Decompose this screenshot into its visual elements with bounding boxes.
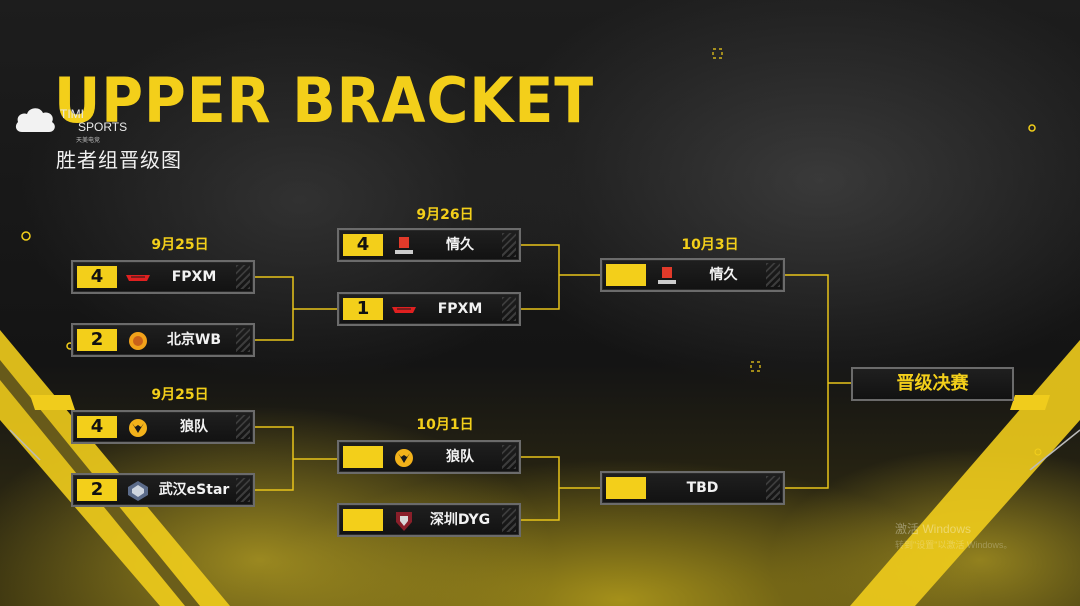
dyg-logo-icon: [396, 512, 412, 531]
round2-date-b: 10月1日: [416, 417, 474, 433]
round3-date: 10月3日: [681, 237, 739, 253]
team-score: 2: [77, 479, 117, 501]
windows-watermark: 激活 Windows: [895, 522, 972, 536]
match-card[interactable]: 狼队: [337, 440, 521, 474]
logo-text-line2: SPORTS: [78, 120, 128, 134]
match-card[interactable]: 深圳DYG: [337, 503, 521, 537]
match-card[interactable]: 2 北京WB: [71, 323, 255, 357]
card-stripes: [766, 476, 780, 500]
card-stripes: [236, 265, 250, 289]
team-name: TBD: [686, 480, 719, 496]
wb-logo-icon: [129, 332, 147, 350]
card-stripes: [236, 328, 250, 352]
card-stripes: [236, 415, 250, 439]
card-stripes: [236, 478, 250, 502]
card-stripes: [502, 445, 516, 469]
round1-date-b: 9月25日: [151, 387, 209, 403]
wolves-logo-icon: [129, 419, 147, 437]
team-score: 4: [77, 416, 117, 438]
fpx-logo-icon: [126, 275, 150, 281]
team-score: [606, 264, 646, 286]
team-name: 情久: [446, 237, 474, 253]
match-card[interactable]: 4 狼队: [71, 410, 255, 444]
team-name: 狼队: [446, 449, 474, 465]
windows-watermark-sub: 转到"设置"以激活 Windows。: [895, 540, 1013, 550]
qingjiu-logo-icon: [658, 267, 676, 284]
team-name: 北京WB: [166, 332, 222, 348]
team-name: 深圳DYG: [429, 512, 491, 528]
timi-sports-logo: TIMI SPORTS 天美电竞: [14, 104, 128, 144]
card-stripes: [502, 233, 516, 257]
logo-text-line1: TIMI: [60, 107, 84, 121]
match-card[interactable]: 2 武汉eStar: [71, 473, 255, 507]
team-name: FPXM: [437, 301, 483, 317]
team-score: [606, 477, 646, 499]
round2-date-a: 9月26日: [416, 207, 474, 223]
match-card[interactable]: 情久: [600, 258, 785, 292]
match-card[interactable]: 4 FPXM: [71, 260, 255, 294]
final-advance-box[interactable]: 晋级决赛: [851, 367, 1014, 401]
fpx-logo-icon: [392, 307, 416, 313]
estar-logo-icon: [128, 481, 148, 501]
team-score: 4: [343, 234, 383, 256]
team-score: 2: [77, 329, 117, 351]
match-card[interactable]: TBD: [600, 471, 785, 505]
card-stripes: [502, 508, 516, 532]
team-score: [343, 509, 383, 531]
logo-subtext: 天美电竞: [76, 138, 101, 144]
match-card[interactable]: 1 FPXM: [337, 292, 521, 326]
team-name: 狼队: [180, 419, 208, 435]
team-score: 4: [77, 266, 117, 288]
match-card[interactable]: 4 情久: [337, 228, 521, 262]
qingjiu-logo-icon: [395, 237, 413, 254]
team-name: FPXM: [171, 269, 217, 285]
team-score: [343, 446, 383, 468]
wolves-logo-icon: [395, 449, 413, 467]
page-subtitle: 胜者组晋级图: [56, 148, 182, 172]
card-stripes: [502, 297, 516, 321]
cloud-icon: [15, 108, 55, 132]
page-title: UPPER BRACKET: [54, 64, 595, 137]
round1-date-a: 9月25日: [151, 237, 209, 253]
team-score: 1: [343, 298, 383, 320]
team-name: 情久: [709, 267, 738, 283]
card-stripes: [766, 263, 780, 287]
team-name: 武汉eStar: [158, 482, 230, 498]
